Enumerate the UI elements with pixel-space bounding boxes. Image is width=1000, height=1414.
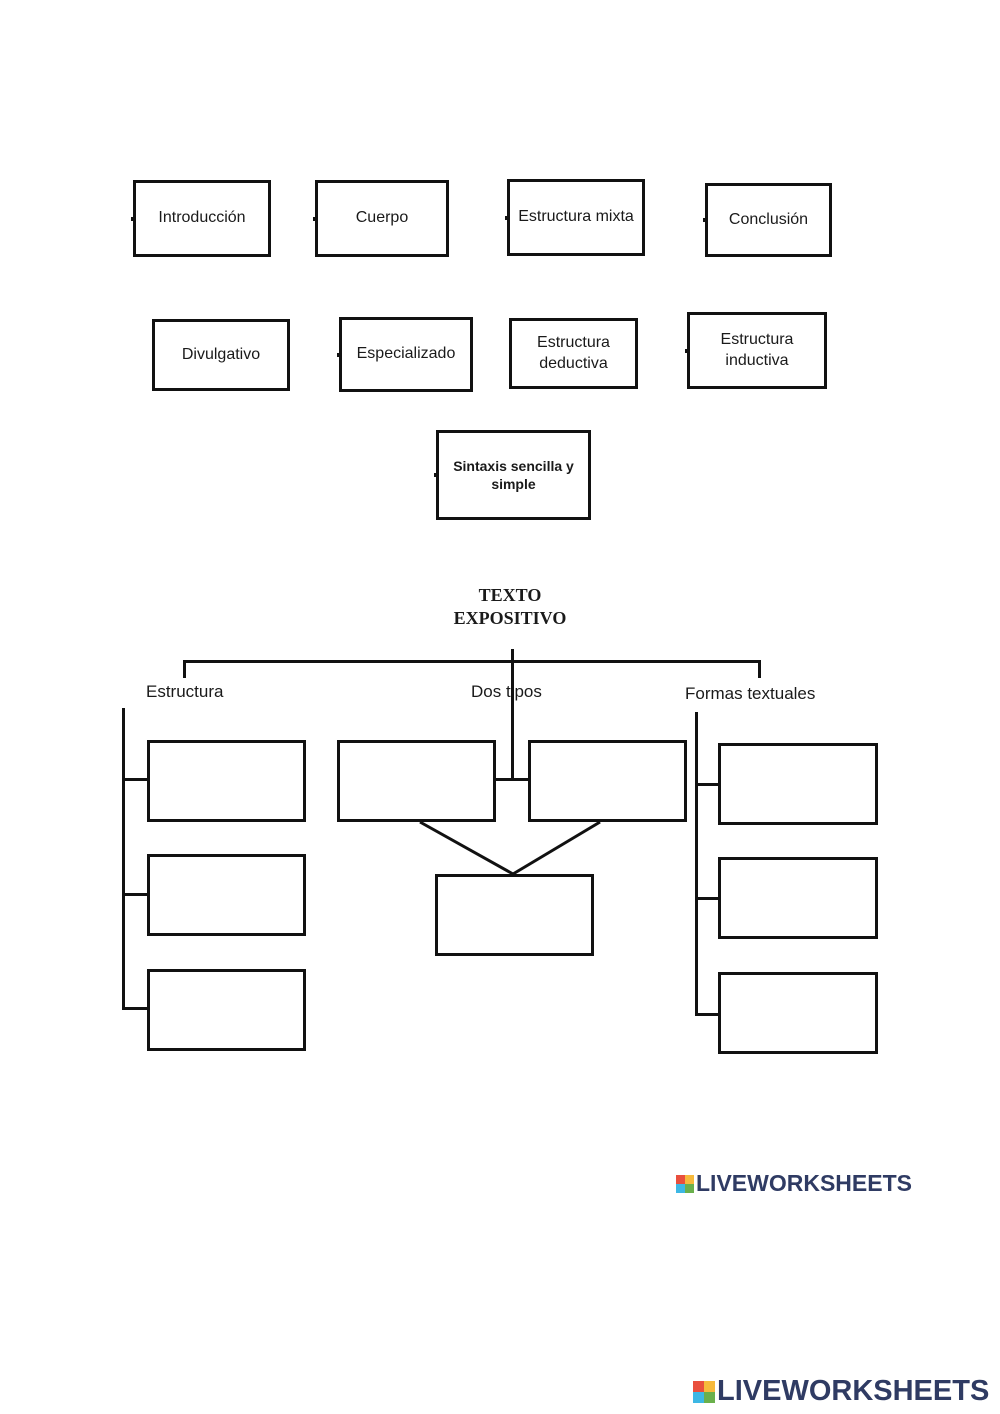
diagram-title: TEXTO EXPOSITIVO [453,585,567,628]
connector-left-drop [183,660,186,678]
brand-name: LIVEWORKSHEETS [717,1375,990,1407]
connector-middle-horizontal [495,778,529,781]
brand-logo-middle: LIVEWORKSHEETS [676,1170,912,1197]
liveworksheets-logo-icon [693,1380,715,1403]
branch-label-formas-textuales: Formas textuales [685,684,816,703]
connector-right-tick-2 [695,897,719,900]
drop-zone-estructura-1[interactable] [147,740,306,822]
branch-label-dos-tipos: Dos tipos [471,682,542,701]
connector-left-tick-2 [122,893,148,896]
word-conclusion[interactable]: Conclusión [703,183,832,257]
connector-v-left [419,820,514,876]
word-estructura-inductiva[interactable]: Estructura inductiva [685,312,827,389]
connector-right-drop [758,660,761,678]
drop-zone-formas-3[interactable] [718,972,878,1054]
brand-name: LIVEWORKSHEETS [696,1170,912,1196]
connector-v-right [512,820,601,876]
drop-zone-tipo-2[interactable] [528,740,687,822]
connector-top-bar [183,660,761,663]
branch-label-estructura: Estructura [146,682,224,701]
drop-zone-formas-2[interactable] [718,857,878,939]
liveworksheets-logo-icon [676,1174,694,1193]
word-estructura-mixta[interactable]: Estructura mixta [505,179,645,256]
connector-right-vertical [695,712,698,1016]
drop-zone-sintaxis[interactable] [435,874,594,956]
connector-right-tick-1 [695,783,719,786]
word-especializado[interactable]: Especializado [337,317,473,392]
connector-middle-drop [511,660,514,678]
drop-zone-estructura-2[interactable] [147,854,306,936]
connector-right-tick-3 [695,1013,719,1016]
connector-title-stem [511,649,514,663]
drop-zone-formas-1[interactable] [718,743,878,825]
connector-left-tick-1 [122,778,148,781]
drop-zone-tipo-1[interactable] [337,740,496,822]
drop-zone-estructura-3[interactable] [147,969,306,1051]
word-divulgativo[interactable]: Divulgativo [152,319,290,391]
word-estructura-deductiva[interactable]: Estructura deductiva [509,318,638,389]
connector-left-vertical [122,708,125,1010]
connector-left-tick-3 [122,1007,148,1010]
word-cuerpo[interactable]: Cuerpo [313,180,449,257]
brand-logo-footer: LIVEWORKSHEETS [693,1375,989,1408]
connector-middle-vertical [511,676,514,781]
word-introduccion[interactable]: Introducción [131,180,271,257]
word-sintaxis[interactable]: Sintaxis sencilla y simple [434,430,591,520]
